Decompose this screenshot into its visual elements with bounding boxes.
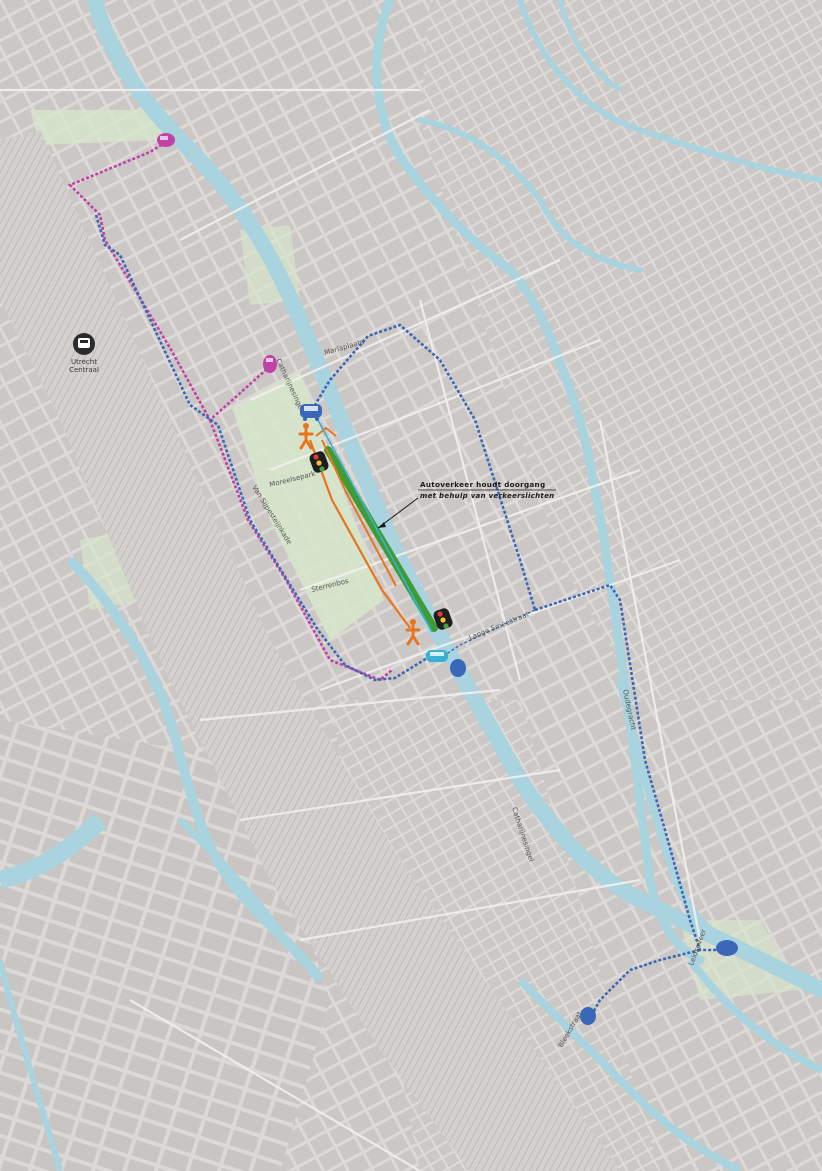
traffic-light-icon[interactable]	[308, 450, 330, 474]
bus-route-southeast	[534, 583, 735, 952]
bus-icon-leidseveer-marker[interactable]	[716, 940, 738, 956]
traffic-light-south-amber	[440, 617, 446, 623]
callout-subtitle: met behulp van verkeerslichten	[420, 492, 554, 500]
callout-arrowhead	[378, 522, 386, 528]
tram-icon-window-2	[266, 358, 273, 362]
bus-icon-wheel-right	[315, 417, 319, 421]
tram-icon-catharijnesingel[interactable]	[263, 355, 277, 373]
bus-route-east	[310, 323, 537, 611]
car-icon[interactable]	[426, 650, 448, 662]
station-marker[interactable]: Utrecht Centraal	[69, 333, 99, 374]
canal-west-branch	[177, 817, 303, 962]
traffic-light-south-red	[437, 611, 443, 617]
canal-south-loop	[616, 679, 762, 959]
car-route	[317, 419, 433, 633]
bus-route	[94, 214, 735, 1019]
pedestrian-icon-south[interactable]	[405, 619, 421, 646]
canal-far-west	[0, 959, 63, 1171]
bus-icon-lange-smeestraat[interactable]	[450, 659, 466, 677]
bus-icon[interactable]	[300, 404, 322, 421]
callout: Autoverkeer houdt doorgang met behulp va…	[377, 480, 556, 529]
station-label-line1: Utrecht	[71, 358, 97, 366]
canal-southeast	[686, 957, 822, 1074]
bus-route-bleekstraat	[588, 948, 701, 1019]
canal-vaartsche-rijn	[517, 977, 742, 1171]
bus-icon-window	[304, 406, 318, 411]
tram-icon-window	[160, 136, 168, 140]
pedestrian-arrow-north	[315, 426, 337, 437]
tram-route-south	[208, 419, 393, 682]
train-station-window	[80, 340, 88, 343]
traffic-light-south-green	[443, 623, 449, 629]
bus-icon-bleekstraat-marker[interactable]	[580, 1007, 596, 1025]
canal-oudegracht	[372, 0, 705, 965]
traffic-light-north-red	[313, 454, 319, 460]
tram-route	[67, 140, 393, 682]
station-label-line2: Centraal	[69, 366, 99, 374]
construction-zone	[324, 446, 438, 632]
canal-nieuwegracht	[417, 117, 643, 273]
traffic-light-icon-south[interactable]	[432, 607, 454, 631]
pedestrian-icon-north-head	[303, 423, 309, 429]
park-north	[30, 110, 170, 145]
canal-north	[517, 0, 822, 183]
traffic-light-north-green	[319, 466, 325, 472]
callout-leader	[377, 497, 419, 529]
pedestrian-icon-south-head	[410, 619, 416, 625]
tram-route-north	[67, 140, 269, 423]
traffic-light-north-amber	[316, 460, 322, 466]
pedestrian-path-east	[321, 439, 397, 587]
tram-icon-secondary[interactable]	[263, 355, 277, 373]
callout-title: Autoverkeer houdt doorgang	[420, 480, 545, 489]
bus-route-link	[444, 609, 536, 656]
car-icon-window	[430, 652, 444, 656]
canal-catharijnesingel	[87, 0, 822, 998]
canal-north-branch	[557, 0, 622, 93]
pedestrian-icon-north-body[interactable]	[298, 428, 314, 450]
bus-icon-bleekstraat[interactable]	[580, 1007, 596, 1025]
bus-icon-smeestraat[interactable]	[450, 659, 466, 677]
pedestrian-icon-south-body[interactable]	[405, 624, 421, 646]
canal-west-basin	[0, 813, 107, 889]
railway-yard	[0, 130, 620, 1171]
tram-icon[interactable]	[157, 133, 175, 147]
bus-icon-wheel-left	[303, 417, 307, 421]
bus-icon-leidseveer[interactable]	[716, 940, 738, 956]
pedestrian-icon[interactable]	[298, 423, 314, 450]
